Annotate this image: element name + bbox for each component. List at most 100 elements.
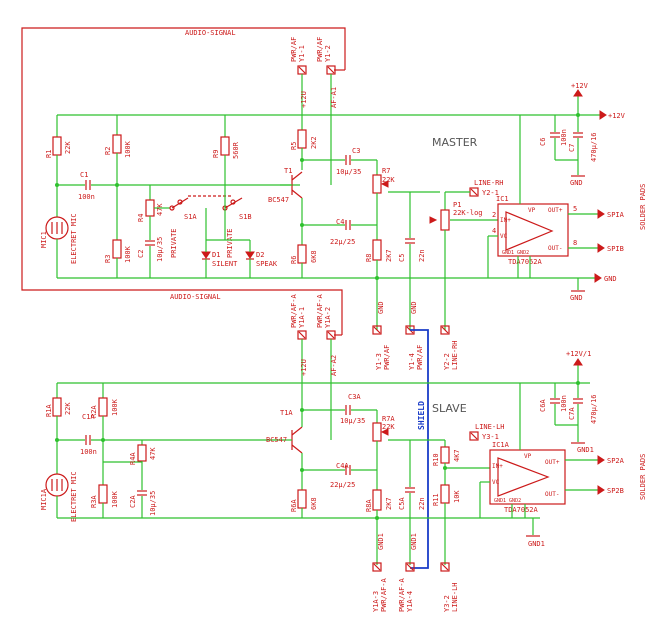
transistor-t1a: T1A BC547 R6A 6K8 [266,383,318,518]
c3a-val: 10µ/35 [340,417,365,425]
t1a-ref: T1A [280,409,293,417]
r6a-ref: R6A [290,499,298,512]
t1-ref: T1 [284,167,292,175]
r7a-val: 22K [382,423,395,431]
y1-pwr-label: PWR/AF [290,37,298,62]
capacitor-c1: C1 100n [57,171,300,201]
c3-ref: C3 [352,147,360,155]
microphone-mic1a: R1A 22K MIC1A ELECTRET MIC [40,383,78,522]
c6a-val: 100n [560,395,568,412]
line-rh-label: LINE-RH [474,179,504,187]
d2-ref: D2 [256,251,264,259]
gnd-label-bottom: GND [570,294,583,302]
ic1-part: TDA7052A [508,258,543,266]
r5-val: 2K2 [310,136,318,149]
ic1a-ref: IC1A [492,441,510,449]
ic1a-pin-gnd: GND1 GND2 [494,498,521,504]
y1-1-label: Y1-1 [298,45,306,62]
connector-line-rh: LINE-RH Y2-1 [445,179,504,197]
r11-ref: R11 [432,493,440,506]
c2a-ref: C2A [129,495,137,508]
y1a-pwr-2: PWR/AF-A [316,293,324,328]
r1a-ref: R1A [45,404,53,417]
c7-ref: C7 [568,144,576,152]
y1a-2-label: Y1A-2 [324,307,332,328]
gnd1-label-slave: GND1 [528,540,545,548]
potentiometer-p1: P1 22K-log [429,192,498,330]
y1a-1-label: Y1A-1 [298,307,306,328]
shield-line: SHIELD [410,329,429,569]
c1-val: 100n [78,193,95,201]
svg-text:5: 5 [573,205,577,213]
line-rh-bottom: LINE-RH [451,340,459,370]
connector-y1a: PWR/AF-A Y1A-1 PWR/AF-A Y1A-2 +12U AF-A2 [290,293,342,440]
amplifier-ic1a: IC1A TDA7052A IN+ VC VP OUT+ OUT- GND1 G… [479,383,625,548]
r9-ref: R9 [212,150,220,158]
r4a-ref: R4A [129,452,137,465]
y1a-3-label: Y1A-3 [372,591,380,612]
slave-section: SLAVE PWR/AF-A Y1A-1 PWR/AF-A Y1A-2 +12U… [40,293,647,612]
r1a-val: 22K [64,402,72,415]
mic1a-val: ELECTRET MIC [70,471,78,522]
svg-text:2: 2 [492,211,496,219]
ic1-pin-outm: OUT- [548,245,562,252]
svg-text:4: 4 [492,227,496,235]
mic1a-ref: MIC1A [40,488,48,510]
amplifier-ic1: IC1 TDA7052A IN+ VC VP OUT+ OUT- GND1 GN… [487,115,625,278]
line-lh-bottom: LINE-LH [451,582,459,612]
y1-4-label: Y1-4 [408,353,416,370]
y1a-3-pwr: PWR/AF-A [380,577,388,612]
c4a-ref: C4A [336,462,349,470]
resistor-r2-r3: R2 100K R3 100K [104,115,132,278]
c1a-ref: C1A [82,413,95,421]
r4a-val: 47K [149,447,157,460]
gnd1-label-c7a: GND1 [577,446,594,454]
resistor-r4a-capacitor-c2a: R4A 47K C2A 10µ/35 [129,440,157,518]
trimmer-r7a: R7A 22K R8A 2K7 C5A 22n GND1 GND1 [365,410,445,565]
connector-line-lh: LINE-LH Y3-1 [469,423,505,441]
ic1-pin-gnd: GND1 GND2 [502,250,529,256]
plus12v-slave-net: +12U [300,359,308,376]
trimmer-r7: R7 22K R8 2K7 C5 22n GND GND [365,160,440,330]
y1a-pwr-b: PWR/AF-A [398,577,406,612]
sp2a-label: SP2A [607,457,625,465]
audio-signal-loop: AUDIO-SIGNAL AUDIO-SIGNAL [21,27,346,335]
r6-val: 6K8 [310,250,318,263]
y2-1-label: Y2-1 [482,189,499,197]
spia-label: SPIA [607,211,625,219]
p1-ref: P1 [453,201,461,209]
r2a-val: 100K [111,398,119,416]
c1-ref: C1 [80,171,88,179]
resistor-r4-capacitor-c2: R4 47K C2 10µ/35 [137,185,170,278]
gnd1-net-b: GND1 [410,533,418,550]
r2-ref: R2 [104,147,112,155]
d1-ref: D1 [212,251,220,259]
c4-val: 22µ/25 [330,238,355,246]
gnd-label-top: GND [570,179,583,187]
audio-signal-label-mid: AUDIO-SIGNAL [170,293,221,301]
capacitors-c3a-c4a: C3A 10µ/35 C4A 22µ/25 [302,393,377,489]
ic1-pin-inp: IN+ [500,217,511,224]
r7-ref: R7 [382,167,390,175]
t1-val: BC547 [268,196,289,204]
c5-val: 22n [418,249,426,262]
ic1a-pin-inp: IN+ [492,463,503,470]
master-title: MASTER [432,136,478,149]
c4-ref: C4 [336,218,344,226]
c6a-ref: C6A [539,399,547,412]
plus12v-right-label: +12V [608,112,626,120]
s1b-label: S1B [239,213,252,221]
resistor-r2a-r3a: R2A 100K R3A 100K [90,383,142,518]
ic1a-pin-vp: VP [524,453,532,460]
c6-val: 100n [560,129,568,146]
c7a-ref: C7A [568,407,576,420]
mic1-val: ELECTRET MIC [70,213,78,264]
c2a-val: 10µ/35 [149,491,157,516]
gnd1-net-a: GND1 [377,533,385,550]
slave-title: SLAVE [432,402,467,415]
capacitors-c6a-c7a: GND1 C6A 100n C7A 470µ/16 +12V/1 [539,350,598,454]
y3-1-label: Y3-1 [482,433,499,441]
c5-ref: C5 [398,254,406,262]
r2a-ref: R2A [90,405,98,418]
s1a-label: S1A [184,213,197,221]
